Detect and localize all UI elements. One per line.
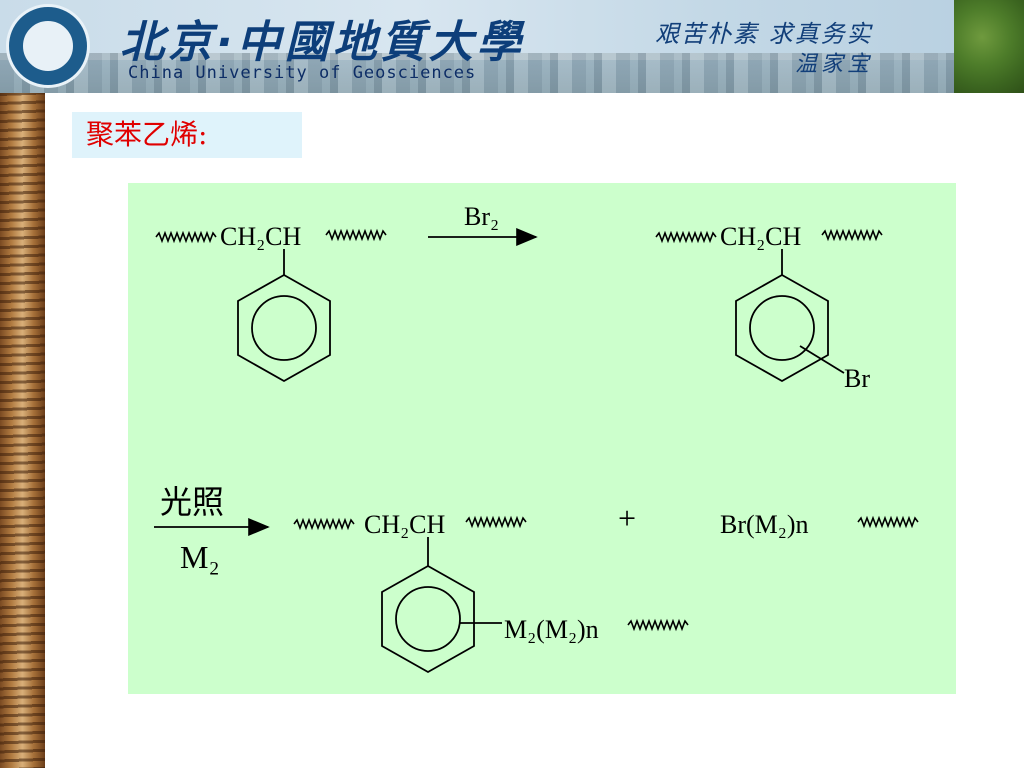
- condition-light-label: 光照: [160, 484, 224, 520]
- university-name-chinese: 北京·中國地質大學: [120, 17, 525, 68]
- condition-monomer-label: M₂: [180, 539, 220, 575]
- product-chain-label: CH₂CH: [720, 222, 802, 251]
- polymer-chain-wavy-graft: [627, 618, 689, 632]
- banner-trees: [954, 0, 1024, 93]
- reactant-chain-label: CH₂CH: [220, 222, 302, 251]
- university-name-english: China University of Geosciences: [128, 63, 477, 83]
- polymer-chain-wavy-right: [857, 515, 919, 529]
- bromo-substituent-label: Br: [844, 364, 870, 393]
- motto-text: 艰苦朴素 求真务实: [655, 20, 873, 48]
- polymer-chain-wavy-left: [155, 230, 217, 244]
- bromo-bond-line: [799, 345, 845, 374]
- graft-chain-label: M₂(M₂)n: [504, 615, 599, 644]
- reagent-label: Br₂: [464, 202, 499, 231]
- benzene-ring: [381, 564, 475, 674]
- product1-chain-label: CH₂CH: [364, 510, 446, 539]
- benzene-aromatic-circle: [749, 295, 815, 361]
- banner-campus-buildings: [0, 53, 1024, 93]
- reaction-scheme-diagram: CH₂CH Br₂ CH₂CH Br 光照 M₂ CH₂CH M₂(M₂)n +: [154, 202, 919, 674]
- plus-sign: +: [618, 500, 636, 536]
- benzene-aromatic-circle: [395, 586, 461, 652]
- polymer-chain-wavy-right: [821, 228, 883, 242]
- slide-heading: 聚苯乙烯:: [72, 112, 302, 158]
- benzene-aromatic-circle: [251, 295, 317, 361]
- benzene-ring: [237, 273, 331, 383]
- banner-sky: [0, 0, 1024, 60]
- polymer-chain-wavy-right: [325, 228, 387, 242]
- reaction-scheme-panel: CH₂CH Br₂ CH₂CH Br 光照 M₂ CH₂CH M₂(M₂)n +: [128, 183, 956, 694]
- side-decoration: [0, 93, 45, 768]
- header-banner: 北京·中國地質大學 China University of Geoscience…: [0, 0, 1024, 93]
- benzene-ring: [735, 273, 829, 383]
- university-logo-icon: [6, 4, 90, 88]
- product2-label: Br(M₂)n: [720, 510, 809, 539]
- polymer-chain-wavy-left: [655, 230, 717, 244]
- polymer-chain-wavy-left: [293, 517, 355, 531]
- polymer-chain-wavy-right: [465, 515, 527, 529]
- motto-signature: 温家宝: [795, 52, 874, 77]
